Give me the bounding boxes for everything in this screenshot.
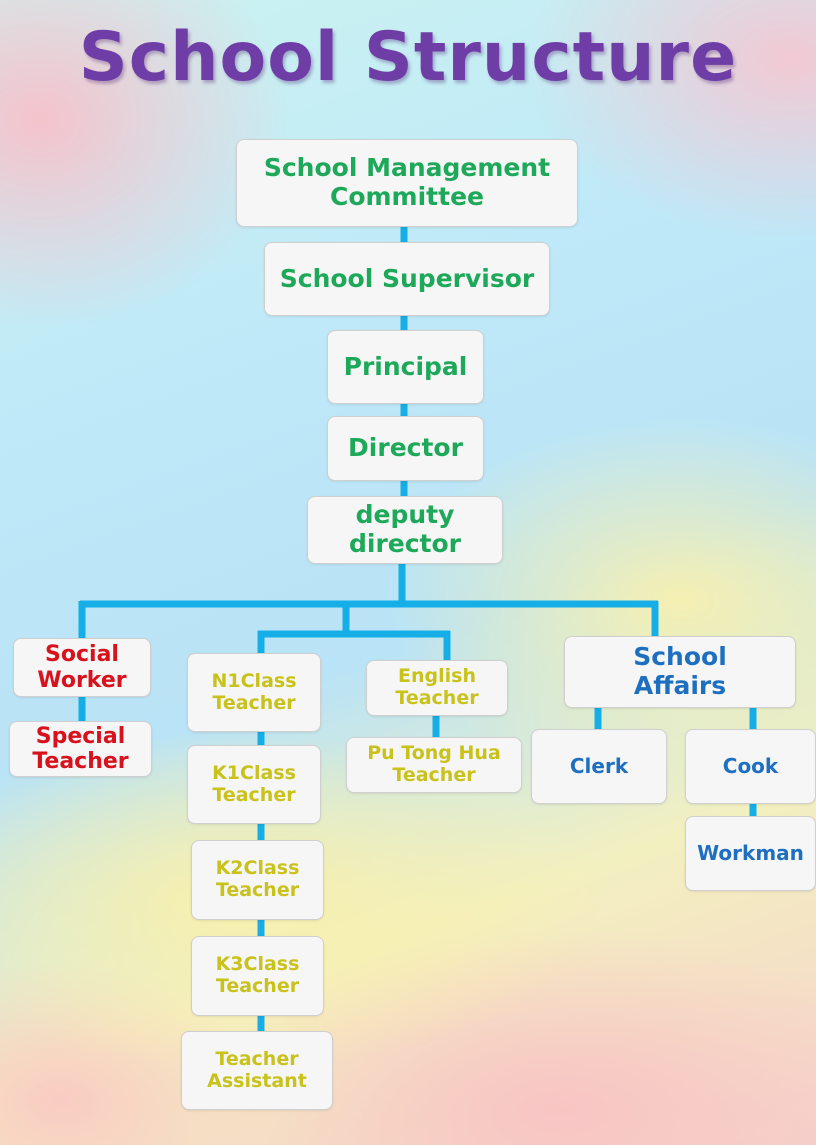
node-k3class-teacher: K3Class Teacher <box>191 936 324 1016</box>
node-school-supervisor: School Supervisor <box>264 242 550 316</box>
node-school-management-committee: School Management Committee <box>236 139 578 227</box>
node-n1class-teacher: N1Class Teacher <box>187 653 321 732</box>
node-english-teacher: English Teacher <box>366 660 508 716</box>
node-social-worker: Social Worker <box>13 638 151 697</box>
node-clerk: Clerk <box>531 729 667 804</box>
node-pu-tong-hua-teacher: Pu Tong Hua Teacher <box>346 737 522 793</box>
node-school-affairs: School Affairs <box>564 636 796 708</box>
node-cook: Cook <box>685 729 816 804</box>
node-special-teacher: Special Teacher <box>9 721 152 777</box>
node-director: Director <box>327 416 484 481</box>
node-teacher-assistant: Teacher Assistant <box>181 1031 333 1110</box>
node-k2class-teacher: K2Class Teacher <box>191 840 324 920</box>
node-principal: Principal <box>327 330 484 404</box>
node-k1class-teacher: K1Class Teacher <box>187 745 321 824</box>
page-title: School Structure <box>78 18 738 97</box>
node-deputy-director: deputy director <box>307 496 503 564</box>
node-workman: Workman <box>685 816 816 891</box>
